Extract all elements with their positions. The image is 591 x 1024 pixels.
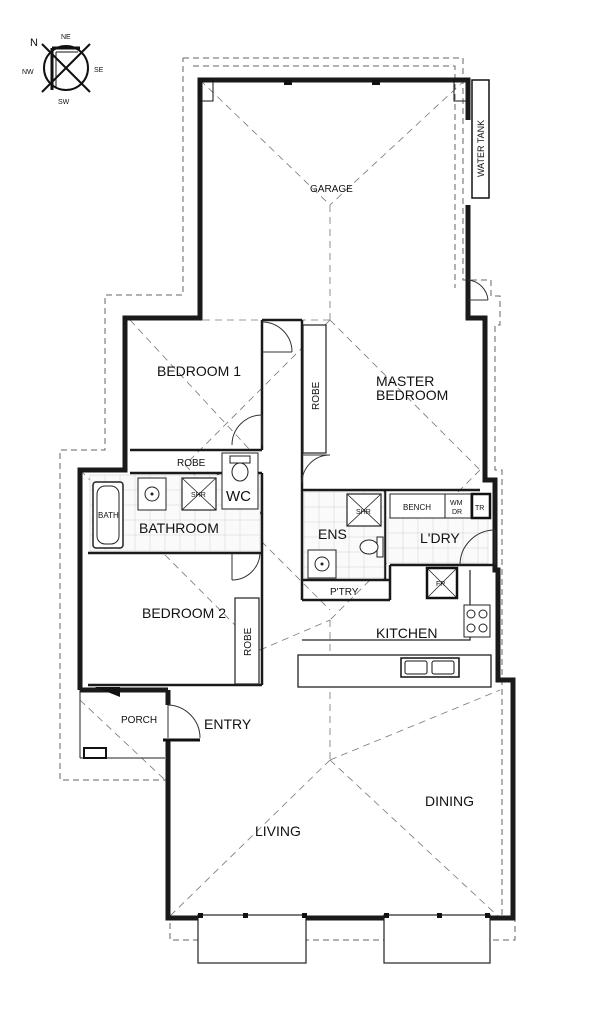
bath-label: BATH xyxy=(98,511,119,520)
laundry-tub xyxy=(470,492,492,520)
bedroom2-door[interactable] xyxy=(231,552,261,581)
wc-label: WC xyxy=(226,488,251,505)
wall-marks xyxy=(198,80,490,918)
ensuite-toilet xyxy=(359,539,379,555)
compass-sw-label: SW xyxy=(58,99,70,106)
washing-machine xyxy=(444,493,472,519)
kitchen-island xyxy=(297,654,492,688)
wm-label: WM xyxy=(450,500,463,507)
compass-se-label: SE xyxy=(94,67,104,74)
wc-toilet xyxy=(231,462,249,482)
laundry-label: L'DRY xyxy=(420,530,460,546)
bathtub xyxy=(92,481,124,549)
ensuite-shower-label: SHR xyxy=(356,509,371,516)
tr-label: TR xyxy=(475,505,484,512)
master-robe-label: ROBE xyxy=(311,381,322,410)
dining-label: DINING xyxy=(425,793,474,809)
entry-label: ENTRY xyxy=(204,716,252,732)
kitchen-bench-outline xyxy=(302,570,471,641)
master-robe xyxy=(302,324,327,454)
ensuite-label: ENS xyxy=(318,526,347,542)
kitchen-sink xyxy=(400,657,460,678)
bedroom1-door[interactable] xyxy=(261,321,293,353)
bedroom2-label: BEDROOM 2 xyxy=(142,605,226,621)
water-tank-label: WATER TANK xyxy=(476,120,486,177)
master-door[interactable] xyxy=(301,454,331,484)
compass-rose: N NE NW SE SW xyxy=(22,34,104,106)
pantry-label: P'TRY xyxy=(330,587,359,598)
compass-n-label: N xyxy=(30,37,38,49)
garage-side-door[interactable] xyxy=(467,279,489,301)
laundry-door[interactable] xyxy=(459,529,496,566)
bedroom2-robe-label: ROBE xyxy=(243,627,254,656)
eaves-outline xyxy=(59,57,516,941)
living-label: LIVING xyxy=(255,823,301,839)
master-label-line2: BEDROOM xyxy=(376,387,448,403)
bedroom1-label: BEDROOM 1 xyxy=(157,363,241,379)
laundry-tiles xyxy=(387,517,489,564)
bathroom-shower-label: SHR xyxy=(191,492,206,499)
porch xyxy=(79,687,165,759)
garage-label: GARAGE xyxy=(310,184,353,195)
interior-walls xyxy=(88,318,495,687)
laundry-bench xyxy=(389,493,446,519)
dr-label: DR xyxy=(452,509,462,516)
compass-nw-label: NW xyxy=(22,69,34,76)
porch-label: PORCH xyxy=(121,715,157,726)
bedroom1-robe-label: ROBE xyxy=(177,458,206,469)
cooktop xyxy=(463,604,491,638)
bathroom-label: BATHROOM xyxy=(139,520,219,536)
front-door[interactable] xyxy=(167,704,201,739)
water-tank xyxy=(471,79,490,199)
kitchen-label: KITCHEN xyxy=(376,625,437,641)
compass-ne-label: NE xyxy=(61,34,71,41)
bedroom2-robe xyxy=(234,597,260,685)
bedroom1-entry-door[interactable] xyxy=(231,414,263,446)
exterior-walls xyxy=(77,77,516,921)
fridge-label: FR xyxy=(436,581,445,588)
master-label-line1: MASTER xyxy=(376,373,434,389)
rear-bays xyxy=(197,914,491,964)
bench-label: BENCH xyxy=(403,503,431,512)
porch-step xyxy=(83,747,107,759)
